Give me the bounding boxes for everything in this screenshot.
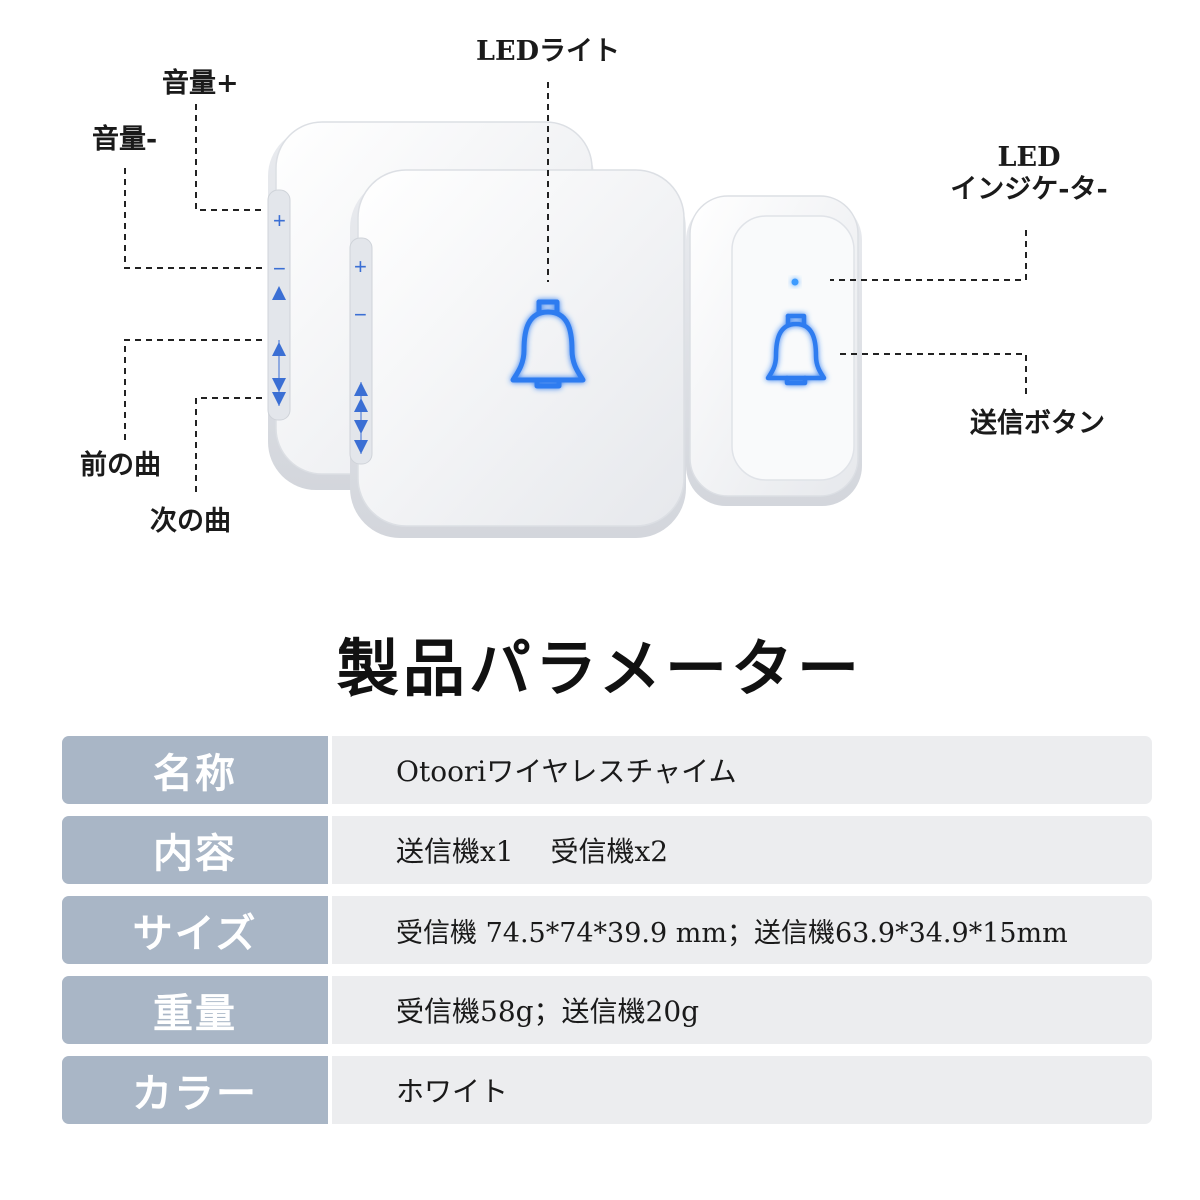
next-song-line (195, 397, 262, 494)
spec-value: ホワイト (396, 1075, 509, 1108)
prev-song-line (124, 339, 262, 440)
front-receiver (349, 169, 686, 538)
spec-value: 受信機 74.5*74*39.9 mm；送信機63.9*34.9*15mm (396, 917, 1068, 949)
spec-value: Otooriワイヤレスチャイム (396, 755, 737, 788)
callout-led-indicator: LED インジケ-タ- (940, 142, 1118, 207)
send-bell-icon (765, 313, 827, 386)
spec-divider (328, 1056, 332, 1124)
callout-led-indicator-line1: LED (997, 142, 1061, 173)
send-button-line (840, 353, 1027, 396)
spec-divider (328, 976, 332, 1044)
callout-led-light: LEDライト (476, 36, 620, 67)
section-title: 製品パラメーター (336, 632, 864, 705)
spec-row-weight: 重量 受信機58g；送信機20g (62, 976, 1152, 1044)
bell-icon (510, 299, 586, 389)
spec-row-contents: 内容 送信機x1 受信機x2 (62, 816, 1152, 884)
callout-volume-down: 音量- (92, 124, 158, 155)
spec-value: 送信機x1 受信機x2 (396, 835, 669, 868)
volume-up-line (195, 104, 262, 211)
spec-key: カラー (62, 1056, 328, 1124)
spec-divider (328, 816, 332, 884)
front-volume-plus: + (354, 254, 367, 279)
led-indicator-line (830, 230, 1027, 281)
callout-previous-song: 前の曲 (80, 450, 161, 481)
back-prev-arrow-icon (272, 286, 286, 300)
callout-volume-up: 音量+ (162, 68, 239, 99)
spec-key: 重量 (62, 976, 328, 1044)
spec-key: 内容 (62, 816, 328, 884)
spec-key: 名称 (62, 736, 328, 804)
back-volume-buttons: + − (273, 208, 286, 281)
back-receiver-buttons (272, 286, 286, 406)
spec-row-size: サイズ 受信機 74.5*74*39.9 mm；送信機63.9*34.9*15m… (62, 896, 1152, 964)
spec-divider (328, 896, 332, 964)
front-volume-minus: − (354, 302, 367, 327)
spec-value: 受信機58g；送信機20g (396, 995, 700, 1028)
product-illustration: + − + − (267, 121, 862, 538)
callout-next-song: 次の曲 (150, 506, 231, 537)
callout-send-button: 送信ボタン (970, 408, 1105, 439)
front-receiver-buttons (354, 382, 368, 454)
back-volume-minus: − (273, 256, 286, 281)
volume-down-line (124, 168, 262, 269)
spec-divider (328, 736, 332, 804)
callout-leader-lines (124, 82, 1027, 494)
spec-row-color: カラー ホワイト (62, 1056, 1152, 1124)
spec-row-name: 名称 Otooriワイヤレスチャイム (62, 736, 1152, 804)
spec-key: サイズ (62, 896, 328, 964)
back-volume-plus: + (273, 208, 286, 233)
front-volume-buttons: + − (354, 254, 367, 327)
led-indicator-dot (791, 278, 799, 286)
callout-led-indicator-line2: インジケ-タ- (950, 174, 1108, 206)
